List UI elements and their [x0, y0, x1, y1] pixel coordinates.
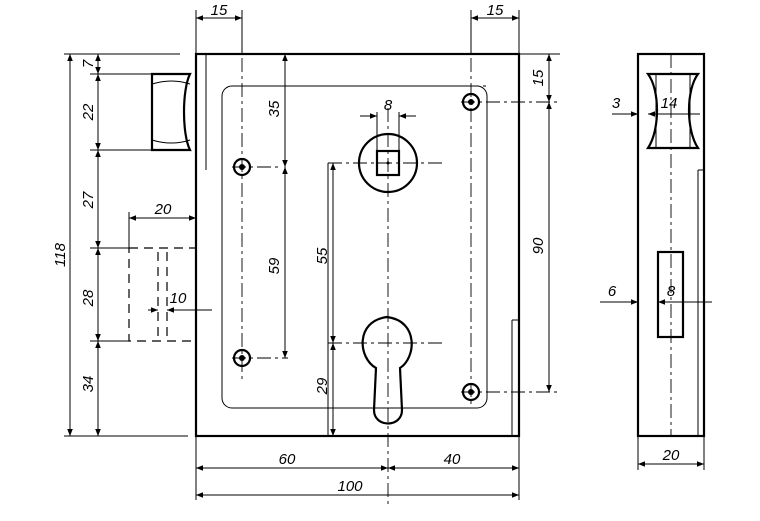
side-slot — [656, 250, 685, 339]
dead-bolt-hidden — [128, 247, 197, 342]
dim-left-34: 34 — [80, 376, 97, 393]
inner-plate — [221, 85, 488, 409]
dim-left-22: 22 — [80, 103, 97, 121]
dim-left-27: 27 — [80, 191, 97, 209]
dim-bottom-100: 100 — [337, 478, 363, 495]
dim-overall-118: 118 — [52, 242, 69, 267]
latch-bolt — [150, 72, 192, 152]
side-view: 3 14 6 8 20 — [600, 52, 712, 470]
side-dim-8: 8 — [667, 283, 676, 300]
side-dim-14: 14 — [661, 95, 678, 112]
dim-keyhole-8: 8 — [384, 97, 393, 114]
front-view: 15 15 7 22 27 118 28 34 20 10 35 59 8 55… — [52, 2, 560, 506]
dim-width-20: 20 — [154, 201, 172, 218]
dim-bottom-40: 40 — [444, 451, 461, 468]
dim-right-90: 90 — [530, 237, 547, 254]
dim-vert-29: 29 — [314, 377, 331, 395]
side-dim-6: 6 — [608, 283, 617, 300]
keyhole — [361, 315, 413, 425]
dim-vert-35: 35 — [266, 100, 283, 117]
dim-vert-59: 59 — [266, 257, 283, 274]
dim-vert-55: 55 — [314, 247, 331, 264]
dim-left-28: 28 — [80, 289, 97, 307]
dim-top-right-15: 15 — [487, 2, 504, 19]
dim-right-15: 15 — [530, 69, 547, 86]
side-dim-20: 20 — [662, 447, 680, 464]
side-latch — [645, 72, 701, 150]
right-strip — [511, 319, 519, 436]
dim-left-7: 7 — [80, 59, 97, 68]
side-dim-3: 3 — [612, 95, 621, 112]
dim-width-10: 10 — [170, 290, 187, 307]
dim-top-left-15: 15 — [211, 2, 228, 19]
dim-bottom-60: 60 — [279, 451, 296, 468]
